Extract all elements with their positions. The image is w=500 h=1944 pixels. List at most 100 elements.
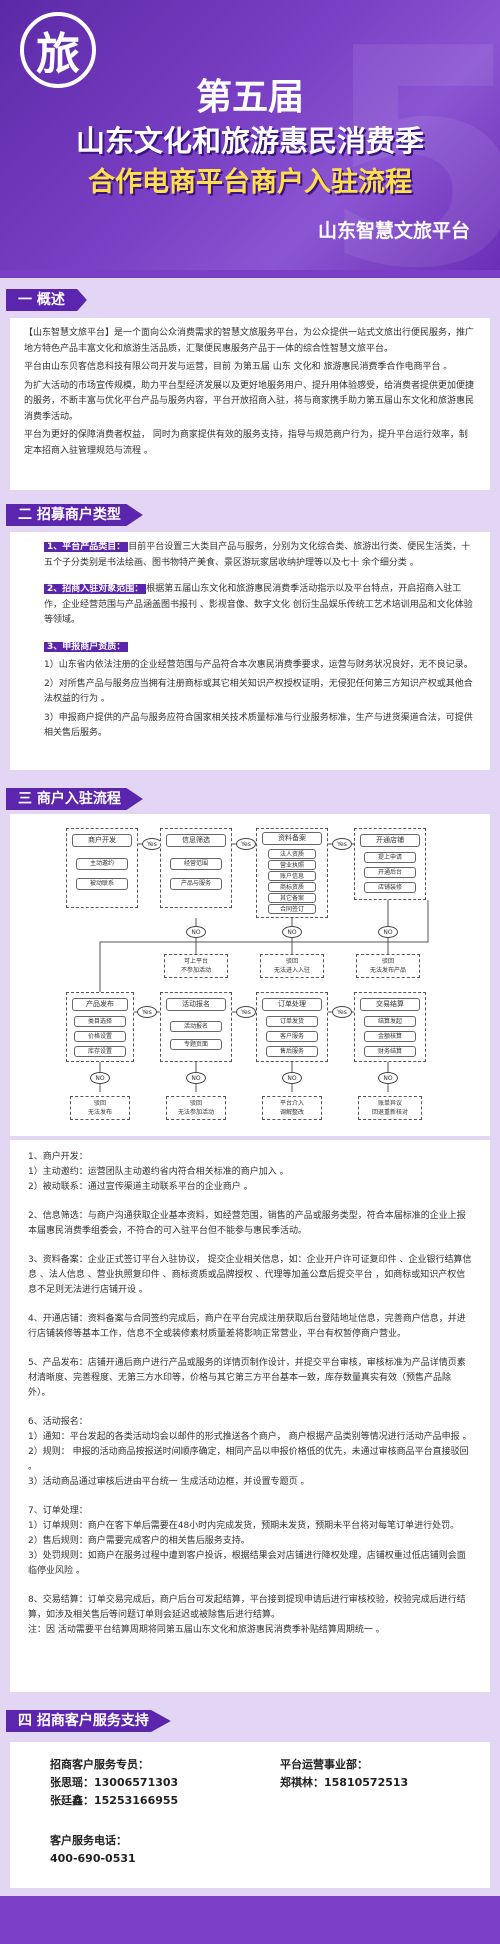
edition-title: 第五届 [195, 77, 304, 118]
step-line: 1、商户开发： [28, 1152, 88, 1162]
flow-item: 开通后台 [364, 867, 416, 878]
no-badge: NO [282, 1072, 302, 1084]
flow-item: 店铺装修 [364, 882, 416, 893]
flow-item: 产品与服务 [170, 878, 222, 890]
contact-phone: 张思瑶：13006571303 [50, 1776, 179, 1789]
step-line: 2、信息筛选：与商户沟通获取企业基本资料，如经营范围，销售的产品或服务类型，符合… [28, 1211, 466, 1236]
flow-item: 金额核算 [364, 1031, 416, 1042]
section-tag-recruit: 二 招募商户类型 [6, 504, 143, 526]
flow-item: 法人资质 [268, 849, 316, 859]
page-subtitle: 合作电商平台商户入驻流程 [88, 167, 412, 198]
flow-item: 售后服务 [266, 1046, 318, 1057]
contact-label-merchant: 招商客户服务专员： [50, 1758, 149, 1771]
overview-p4: 平台为更好的保障消费者权益， 同时为商家提供有效的服务支持，指导与规范商户行为，… [24, 430, 468, 456]
no-badge: NO [378, 926, 398, 938]
step-line: 3、资料备案：企业正式签订平台入驻协议， 提交企业相关信息，如：企业开户许可证复… [28, 1255, 472, 1295]
overview-section: 一 概述 【山东智慧文旅平台】是一个面向公众消费需求的智慧文旅服务平台，为公众提… [0, 278, 500, 496]
flow-result-rejected: 驳回 无法参加活动 [166, 1096, 226, 1120]
flow-diagram: 商户开发 主动邀约 被动联系 Yes 信息筛选 经营范围 产品与服务 Yes 资… [10, 814, 490, 1136]
travel-logo-icon: 旅 [20, 12, 96, 88]
step-line: 2）售后规则：商户需要完成客户的相关售后服务支持。 [28, 1536, 250, 1546]
flow-item: 其它备案 [268, 893, 316, 903]
flow-title-open-store: 开通店铺 [360, 834, 420, 847]
support-card: 招商客户服务专员： 张思瑶：13006571303 张廷鑫：1525316695… [10, 1742, 490, 1888]
flow-title-info-screening: 信息筛选 [166, 834, 226, 847]
recruit-heading-1: 1、平台产品类目： [44, 542, 129, 552]
no-badge: NO [282, 926, 302, 938]
step-line: 3）处罚规则：如商户在服务过程中遭到客户投诉，根据结果会对店铺进行降权处理，店铺… [28, 1551, 466, 1576]
recruit-body-1: 目前平台设置三大类目产品与服务，分别为文化综合类、旅游出行类、便民生活类，十五个… [44, 542, 471, 568]
flow-result-no-activity: 可上平台 不参加活动 [164, 954, 228, 978]
flow-item: 客户服务 [266, 1031, 318, 1042]
step-line: 2）规则： 申报的活动商品按报送时间顺序确定，相同产品以申报价格低的优先，未通过… [28, 1447, 469, 1472]
contact-label-operations: 平台运营事业部： [280, 1758, 368, 1771]
recruit-heading-3: 3、申报商户资质： [44, 641, 129, 652]
process-steps: 1、商户开发：1）主动邀约：运营团队主动邀约省内符合相关标准的商户加入 。2）被… [10, 1140, 490, 1692]
recruit-heading-2: 2、招商入驻对象范围： [44, 584, 147, 594]
step-spacer [28, 1342, 472, 1356]
step-spacer [28, 1239, 472, 1253]
flow-result-rejected: 驳回 无法发布产品 [356, 954, 420, 978]
flow-result-rejected: 驳回 无法发布 [70, 1096, 130, 1120]
section-tag-process: 三 商户入驻流程 [6, 788, 143, 810]
header-banner: 5 旅 第五届 山东文化和旅游惠民消费季 合作电商平台商户入驻流程 山东智慧文旅… [0, 0, 500, 270]
section-tag-support: 四 招商客户服务支持 [6, 1710, 171, 1732]
step-line: 7、订单处理： [28, 1506, 88, 1516]
flow-item: 营业执照 [268, 860, 316, 870]
step-spacer [28, 1490, 472, 1504]
flow-title-documents: 资料备案 [262, 832, 322, 845]
contact-phone: 郑祺林：15810572513 [280, 1776, 409, 1789]
flow-item: 结算发起 [364, 1016, 416, 1027]
flow-result-dispute: 账单异议 回退重新核对 [358, 1096, 422, 1120]
step-line: 注：因 活动需要平台结算周期将同第五届山东文化和旅游惠民消费季补贴结算周期统一 … [28, 1625, 385, 1635]
hotline-number: 400-690-0531 [50, 1852, 136, 1865]
step-line: 1）订单规则：商户在客下单后需要在48小时内完成发货，预期未发货，预期未平台将对… [28, 1521, 460, 1531]
yes-badge: Yes [236, 1006, 256, 1018]
flow-title-merchant-dev: 商户开发 [72, 834, 132, 847]
flow-item: 提上申请 [364, 852, 416, 863]
flow-title-activity: 活动报名 [166, 998, 226, 1011]
step-spacer [28, 1298, 472, 1312]
yes-badge: Yes [142, 838, 162, 850]
recruit-body-3b: 2）对所售产品与服务应当拥有注册商标或其它相关知识产权授权证明，无侵犯任何第三方… [44, 678, 473, 705]
flow-item: 类目选择 [74, 1016, 126, 1027]
no-badge: NO [186, 1072, 206, 1084]
overview-card: 【山东智慧文旅平台】是一个面向公众消费需求的智慧文旅服务平台，为公众提供一站式文… [10, 318, 490, 490]
flow-result-rejected: 驳回 无法进入入驻 [260, 954, 324, 978]
flow-item: 商标资质 [268, 882, 316, 892]
flow-result-mediation: 平台介入 调解整改 [262, 1096, 322, 1120]
flow-item: 合同签订 [268, 904, 316, 914]
flow-title-settlement: 交易结算 [360, 998, 420, 1011]
no-badge: NO [378, 1072, 398, 1084]
no-badge: NO [90, 1072, 110, 1084]
recruit-body-3c: 3）申报商户提供的产品与服务应符合国家相关技术质量标准与行业服务标准，生产与进货… [44, 712, 473, 739]
flow-item: 主动邀约 [76, 858, 128, 870]
yes-badge: Yes [137, 1006, 157, 1018]
step-line: 3）活动商品通过审核后进由平台统一 生成活动边框，并设置专题页 。 [28, 1477, 310, 1487]
flow-item: 活动报名 [170, 1021, 222, 1032]
step-line: 2）被动联系：通过宣传渠道主动联系平台的企业商户 。 [28, 1182, 253, 1192]
event-title: 山东文化和旅游惠民消费季 [75, 124, 424, 158]
step-line: 5、产品发布：店铺开通后商户进行产品或服务的详情页制作设计，并提交平台审核，审核… [28, 1358, 466, 1398]
yes-badge: Yes [332, 1006, 352, 1018]
section-tag-overview: 一 概述 [6, 289, 87, 311]
flow-item: 订单发货 [266, 1016, 318, 1027]
recruit-section: 二 招募商户类型 1、平台产品类目：目前平台设置三大类目产品与服务，分别为文化综… [0, 496, 500, 778]
flow-item: 经营范围 [170, 858, 222, 870]
overview-p2: 平台由山东贝客信息科技有限公司开发与运营，目前 为第五届 山东 文化和 旅游惠民… [24, 362, 453, 372]
overview-p1: 【山东智慧文旅平台】是一个面向公众消费需求的智慧文旅服务平台，为公众提供一站式文… [24, 328, 475, 354]
step-line: 8、交易结算：订单交易完成后，商户后台可发起结算，平台接到提现申请后进行审核校验… [28, 1595, 466, 1620]
no-badge: NO [186, 926, 206, 938]
contact-phone: 张廷鑫：15253166955 [50, 1794, 179, 1807]
flow-item: 被动联系 [76, 878, 128, 890]
yes-badge: Yes [332, 838, 352, 850]
flow-title-orders: 订单处理 [262, 998, 322, 1011]
contact-label-hotline: 客户服务电话： [50, 1834, 127, 1847]
overview-p3: 为扩大活动的市场宣传规模，助力平台型经济发展以及更好地服务用户、提升用体验感受，… [24, 380, 475, 422]
flow-title-product: 产品发布 [72, 998, 128, 1011]
flow-item: 财务结算 [364, 1046, 416, 1057]
step-spacer [28, 1195, 472, 1209]
step-line: 4、开通店铺：资料备案与合同签约完成后，商户在平台完成注册获取后台登陆地址信息，… [28, 1314, 466, 1339]
flow-item: 库存设置 [74, 1046, 126, 1057]
recruit-body-3a: 1）山东省内依法注册的企业经营范围与产品符合本次惠民消费季要求，运营与财务状况良… [44, 660, 473, 670]
